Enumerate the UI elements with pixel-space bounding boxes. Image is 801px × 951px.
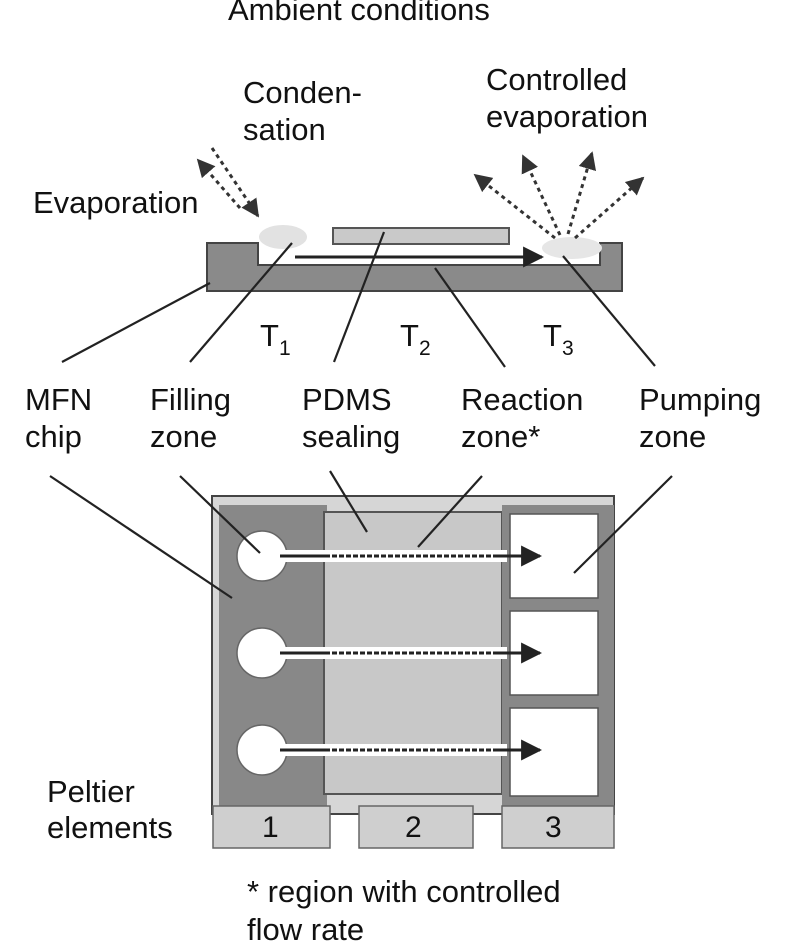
evaporation-arrow <box>196 158 242 209</box>
controlled-evaporation-arrow-1 <box>473 173 556 240</box>
temperature-t3: T3 <box>543 318 574 360</box>
mfn-chip-label: MFN chip <box>25 382 101 454</box>
inlet-3 <box>236 724 288 776</box>
leader-mfn-chip-side <box>61 282 211 363</box>
leader-lines-bottom <box>49 470 673 599</box>
pdms-sealing-label: PDMS sealing <box>302 382 400 454</box>
leader-filling-zone-side <box>189 242 293 363</box>
pumping-zone-label: Pumping zone <box>639 382 770 454</box>
leader-reaction-side <box>434 267 506 368</box>
pumping-chamber-3 <box>509 707 599 797</box>
leader-pumping-side <box>562 255 656 367</box>
ambient-conditions-label: Ambient conditions <box>228 0 490 27</box>
temperature-t2: T2 <box>400 318 431 360</box>
chip-top-view <box>211 495 615 815</box>
mfn-chip-side <box>206 242 623 292</box>
leader-filling-zone-top <box>179 475 261 554</box>
peltier-element-2 <box>358 805 474 849</box>
peltier-number-2: 2 <box>405 811 422 844</box>
filling-zone-drop <box>259 225 307 249</box>
leader-lines-top <box>61 231 656 368</box>
pdms-sealing-side <box>332 227 510 245</box>
vapor-arrows <box>196 147 645 240</box>
pumping-zone-drop <box>542 237 602 259</box>
controlled-evaporation-arrow-3 <box>566 151 597 235</box>
peltier-elements-label: Peltier elements <box>47 774 173 845</box>
leader-pdms-top <box>329 470 368 533</box>
condensation-arrow <box>210 147 260 218</box>
leader-mfn-chip-top <box>49 475 233 599</box>
leader-pdms-side <box>332 231 386 363</box>
peltier-element-1 <box>212 805 331 849</box>
condensation-label: Conden- sation <box>243 75 371 147</box>
controlled-evaporation-arrow-2 <box>521 154 562 236</box>
inlet-2 <box>236 627 288 679</box>
peltier-blocks: 1 2 3 <box>212 805 615 849</box>
controlled-evaporation-arrow-4 <box>574 176 645 240</box>
controlled-evaporation-label: Controlled evaporation <box>486 62 648 134</box>
peltier-element-3 <box>501 805 615 849</box>
footnote: * region with controlled flow rate <box>247 874 569 947</box>
leader-pumping-top <box>573 475 673 574</box>
filling-zone-label: Filling zone <box>150 382 240 454</box>
chip-side-view <box>206 225 623 292</box>
evaporation-label: Evaporation <box>33 185 198 220</box>
temperature-t1: T1 <box>260 318 291 360</box>
leader-reaction-top <box>417 475 483 548</box>
peltier-number-1: 1 <box>262 811 279 844</box>
peltier-number-3: 3 <box>545 811 562 844</box>
reaction-zone-label: Reaction zone* <box>461 382 592 454</box>
